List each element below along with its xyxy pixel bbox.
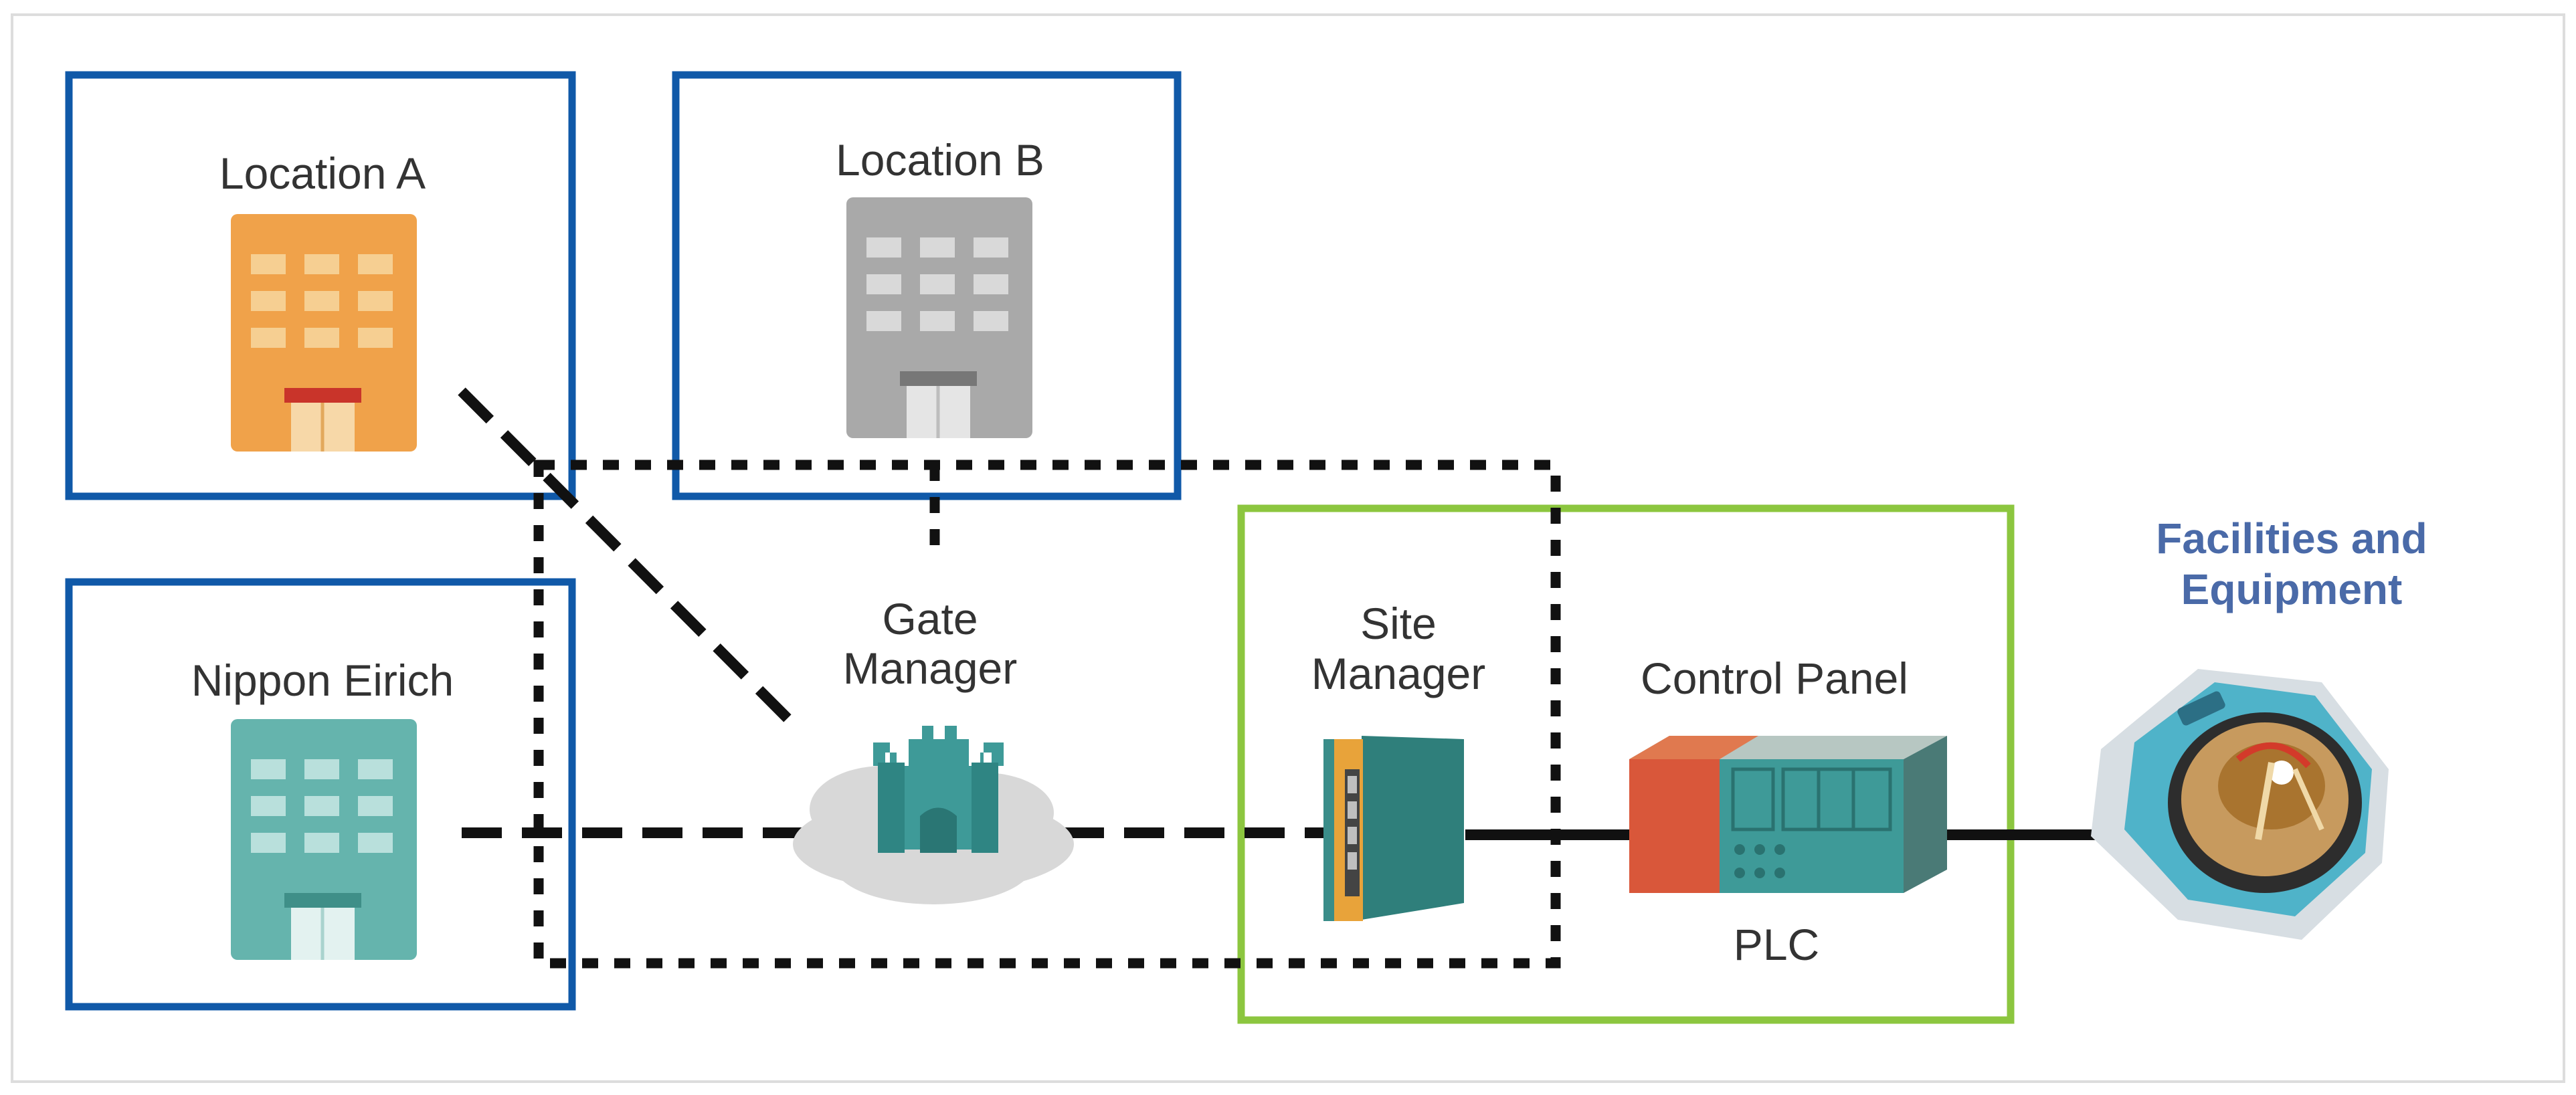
plc-cabinet-icon	[1629, 736, 1947, 893]
outer-frame	[11, 13, 2565, 1083]
plc-label: PLC	[1734, 920, 1819, 969]
mixer-equipment-icon	[2091, 669, 2389, 940]
facilities-label-line2: Equipment	[2181, 565, 2403, 613]
site-manager-label-line1: Site	[1360, 599, 1437, 648]
location-b-box	[672, 71, 1182, 500]
nippon-eirich-label: Nippon Eirich	[191, 656, 454, 705]
network-switch-icon	[1323, 736, 1464, 921]
building-nippon-icon	[231, 719, 417, 960]
castle-cloud-icon	[793, 726, 1074, 904]
site-manager-label-line2: Manager	[1311, 649, 1486, 698]
vpn-dotted-boundary	[533, 460, 1561, 969]
nippon-eirich-box	[65, 578, 576, 1011]
facilities-label-line1: Facilities and	[2156, 514, 2427, 563]
gate-manager-label-line2: Manager	[843, 643, 1018, 693]
site-box	[1237, 504, 2015, 1024]
gate-manager-label-line1: Gate	[882, 594, 978, 643]
building-a-icon	[231, 214, 417, 452]
location-a-box	[65, 71, 576, 500]
location-a-label: Location A	[219, 148, 426, 198]
control-panel-label: Control Panel	[1641, 654, 1908, 703]
building-b-icon	[846, 197, 1032, 438]
location-b-label: Location B	[836, 135, 1044, 185]
location-a-link	[458, 387, 797, 728]
